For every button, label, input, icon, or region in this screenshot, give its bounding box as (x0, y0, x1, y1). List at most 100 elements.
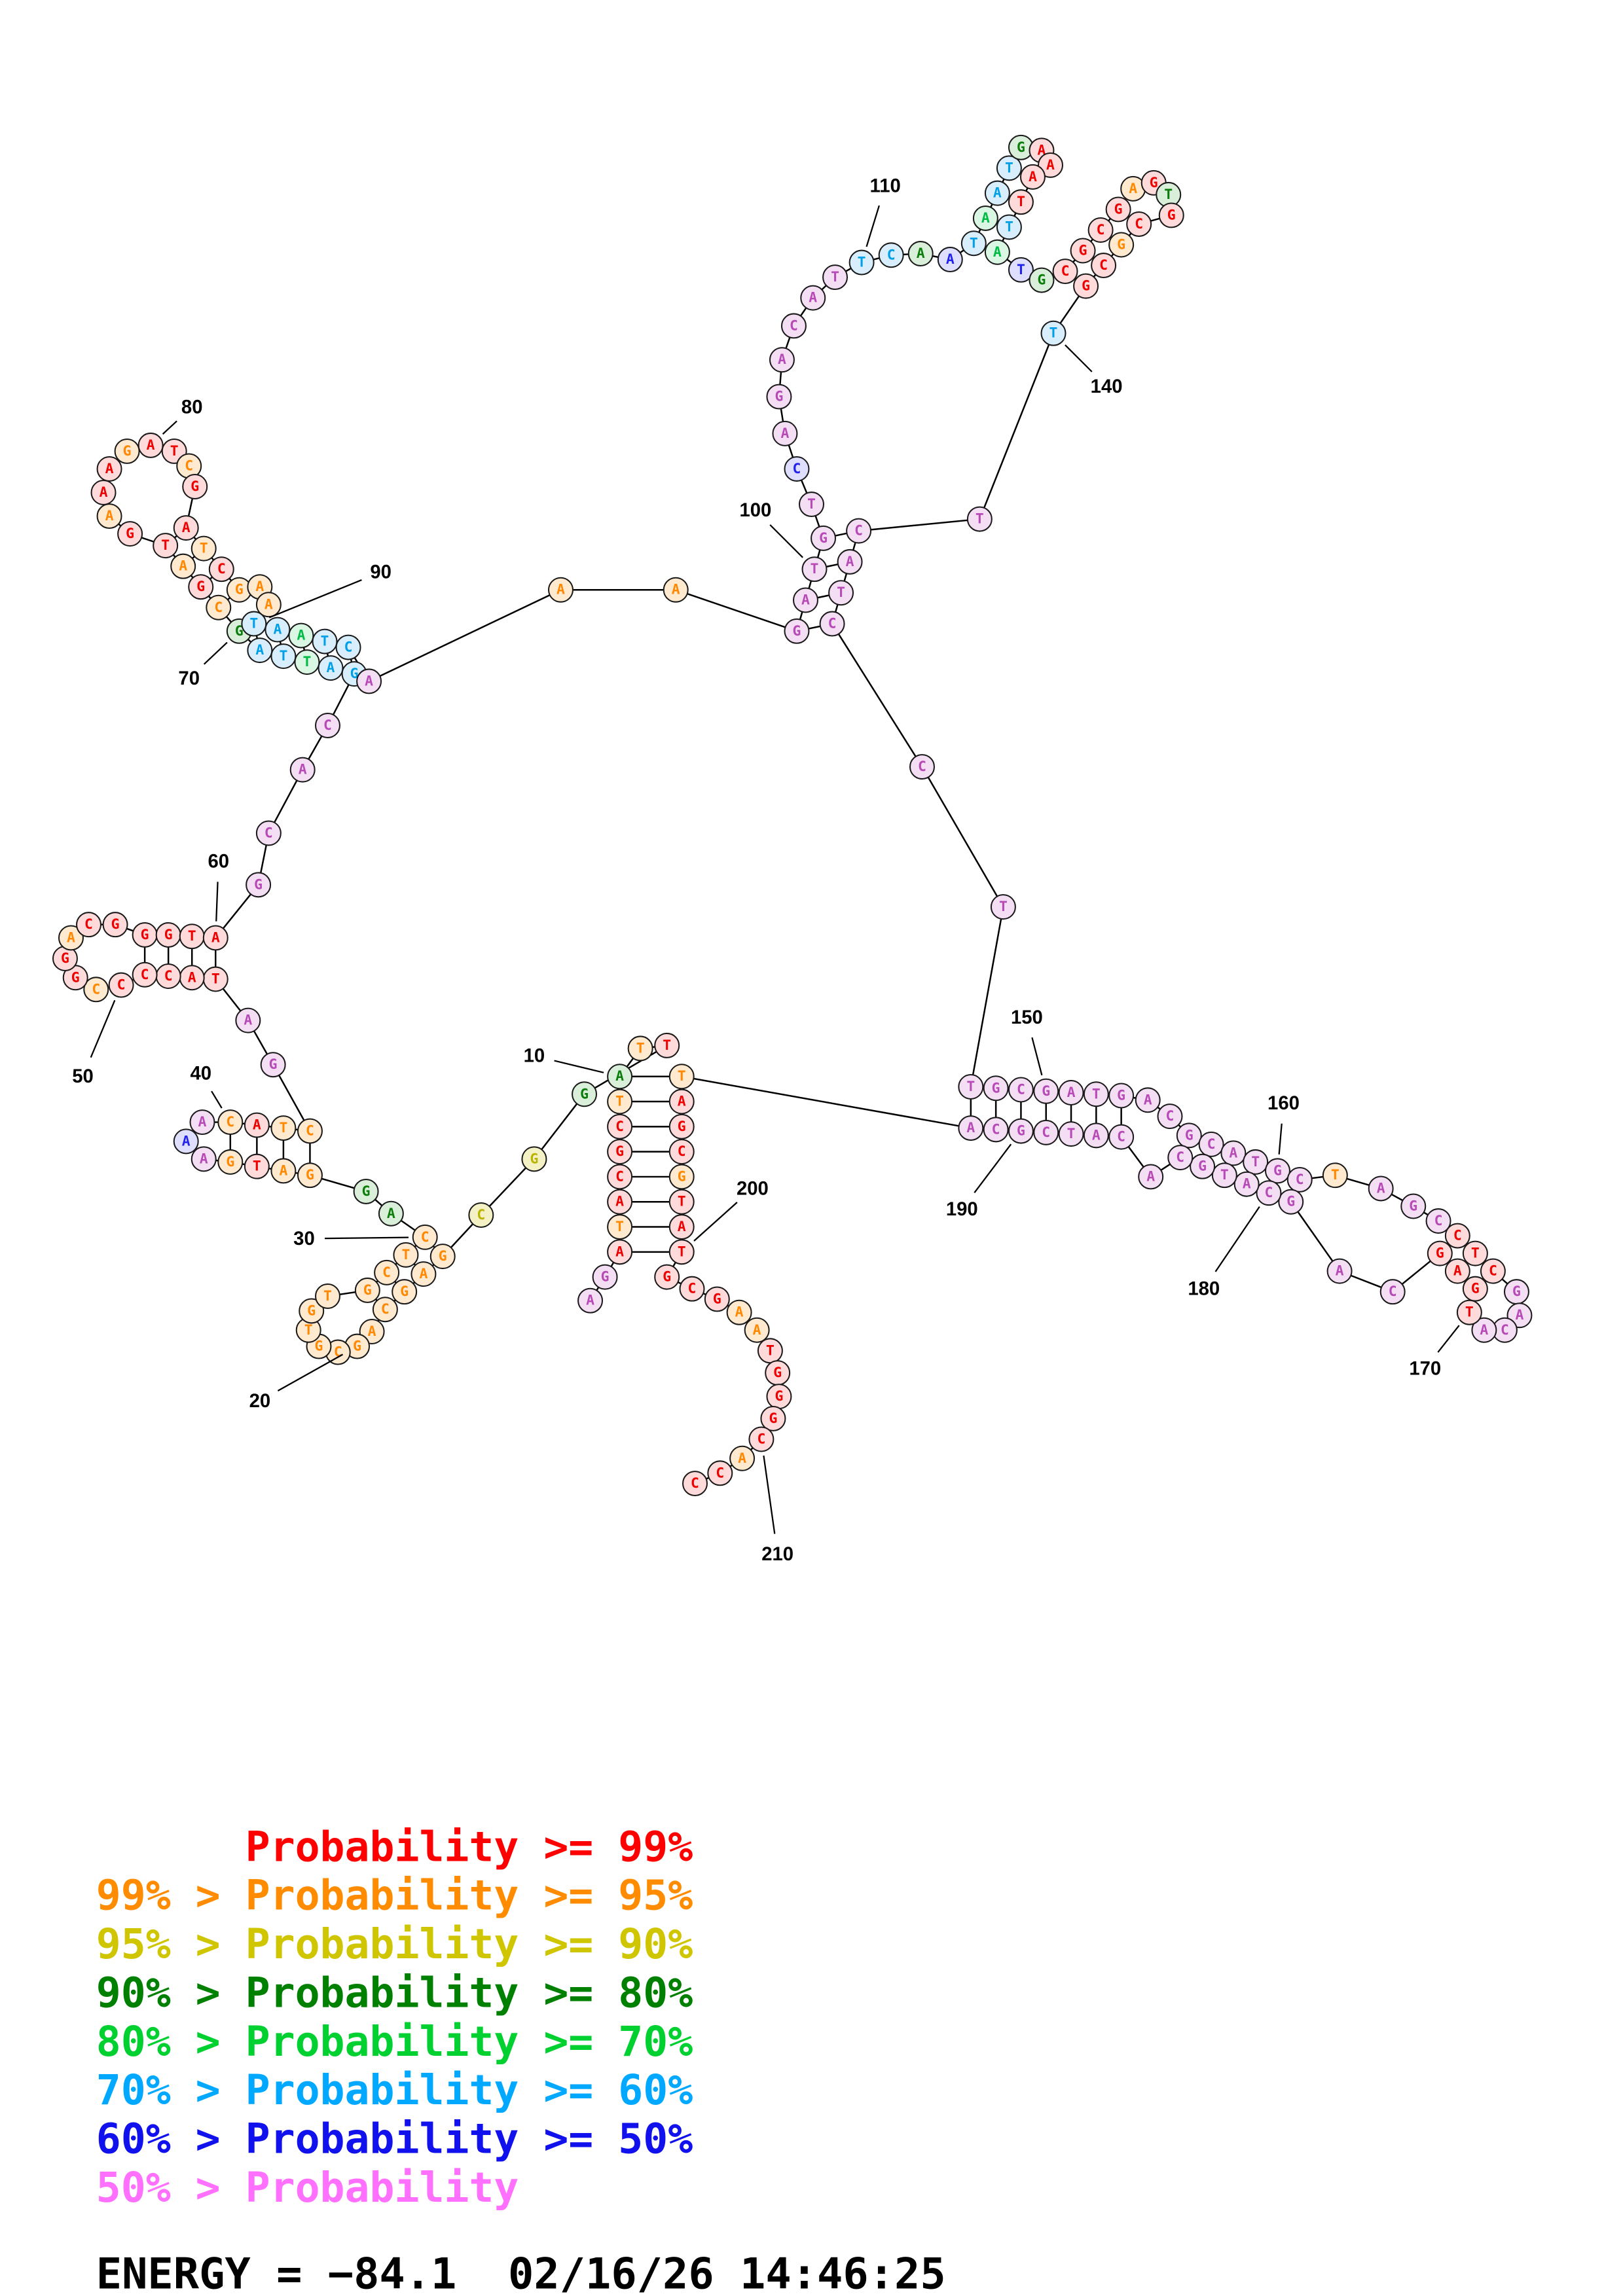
nucleotide-circle (208, 556, 234, 583)
nucleotide-circle (679, 1276, 705, 1302)
nucleotide-letter: C (1389, 1283, 1397, 1300)
nucleotide-circle (235, 1007, 261, 1033)
nucleotide-circle (1108, 1124, 1135, 1150)
nucleotide-letter: T (663, 1037, 671, 1054)
nucleotide-letter: A (368, 1323, 376, 1340)
nucleotide-letter: C (716, 1465, 724, 1481)
nucleotide-letter: G (1150, 175, 1158, 191)
nucleotide-circle (132, 961, 158, 988)
nucleotide-circle (246, 872, 272, 898)
nucleotide-letter: A (780, 425, 789, 442)
nucleotide-circle (374, 1259, 400, 1285)
nucleotide-letter: A (1377, 1180, 1385, 1196)
nucleotide-letter: G (713, 1291, 721, 1307)
nucleotide-circle (729, 1445, 756, 1471)
nucleotide-letter: G (350, 666, 359, 682)
nucleotide-circle (353, 1178, 379, 1204)
nucleotide-letter: G (1286, 1194, 1295, 1210)
nucleotide-circle (114, 438, 140, 464)
nucleotide-circle (984, 180, 1010, 206)
nucleotide-letter: A (586, 1293, 594, 1309)
label-leader-line (866, 205, 880, 247)
nucleotide-circle (784, 456, 810, 482)
nucleotide-circle (1058, 1080, 1084, 1105)
nucleotide-letter: G (439, 1248, 447, 1265)
nucleotide-letter: T (615, 1219, 624, 1235)
nucleotide-letter: G (235, 582, 244, 598)
nucleotide-letter: C (1097, 222, 1105, 238)
nucleotide-letter: A (387, 1206, 395, 1222)
nucleotide-letter: A (753, 1322, 761, 1338)
nucleotide-letter: G (315, 1338, 323, 1355)
nucleotide-letter: G (400, 1283, 409, 1300)
nucleotide-letter: T (811, 561, 819, 577)
nucleotide-letter: A (200, 1151, 208, 1167)
nucleotide-circle (572, 1081, 598, 1107)
nucleotide-letter: G (1082, 278, 1090, 295)
nucleotide-circle (1029, 267, 1055, 293)
nucleotide-letter: C (678, 1143, 686, 1160)
nucleotide-letter: T (1471, 1246, 1480, 1262)
nucleotide-circle (294, 649, 320, 675)
nucleotide-letter: A (993, 244, 1002, 260)
label-leader-line (554, 1060, 604, 1073)
legend-row: 95% > Probability >= 90% (96, 1920, 693, 1968)
nucleotide-circle (996, 155, 1022, 181)
nucleotide-circle (1456, 1299, 1482, 1325)
nucleotide-letter: A (420, 1266, 428, 1282)
nucleotide-circle (668, 1064, 695, 1090)
nucleotide-circle (153, 533, 179, 559)
nucleotide-circle (1108, 1083, 1135, 1109)
nucleotide-circle (1135, 1087, 1161, 1113)
nucleotide-letter: G (775, 389, 783, 405)
nucleotide-letter: C (615, 1168, 624, 1185)
nucleotide-letter: T (253, 1158, 261, 1175)
nucleotide-letter: G (269, 1056, 278, 1073)
nucleotide-circle (217, 1149, 244, 1175)
nucleotide-letter: G (1409, 1198, 1417, 1214)
nucleotide-letter: T (999, 899, 1008, 915)
nucleotide-circle (429, 1244, 456, 1270)
nucleotide-circle (170, 553, 196, 579)
nucleotide-circle (1033, 1119, 1059, 1145)
nucleotide-letter: A (1146, 1168, 1155, 1185)
nucleotide-letter: T (1164, 187, 1173, 203)
nucleotide-circle (846, 518, 872, 544)
nucleotide-letter: G (1471, 1281, 1480, 1297)
nucleotide-letter: A (1229, 1145, 1237, 1161)
nucleotide-circle (1105, 196, 1131, 223)
nucleotide-letter: G (123, 443, 132, 459)
nucleotide-circle (828, 580, 854, 606)
nucleotide-letter: G (1038, 272, 1046, 289)
nucleotide-letter: T (303, 654, 312, 670)
nucleotide-letter: T (858, 255, 866, 271)
nucleotide-letter: A (299, 762, 307, 778)
nucleotide-letter: G (1042, 1083, 1050, 1100)
nucleotide-circle (1243, 1149, 1269, 1175)
nucleotide-circle (726, 1299, 752, 1325)
nucleotide-letter: C (264, 825, 273, 841)
label-leader-line (277, 1354, 344, 1391)
nucleotide-letter: A (615, 1194, 624, 1210)
nucleotide-circle (972, 205, 998, 231)
nucleotide-circle (668, 1139, 695, 1165)
nucleotide-circle (1322, 1162, 1348, 1189)
nucleotide-circle (354, 1277, 380, 1303)
nucleotide-letter: G (1017, 1123, 1025, 1139)
nucleotide-circle (837, 548, 863, 575)
nucleotide-circle (1427, 1240, 1453, 1266)
nucleotide-circle (607, 1189, 633, 1215)
nucleotide-letter: A (966, 1120, 975, 1136)
nucleotide-letter: T (1067, 1126, 1076, 1142)
nucleotide-circle (188, 574, 214, 600)
nucleotide-circle (780, 313, 807, 339)
nucleotide-letter: G (992, 1080, 1000, 1096)
nucleotide-letter: G (580, 1086, 589, 1102)
nucleotide-letter: G (362, 1183, 371, 1200)
label-leader-line (769, 524, 803, 558)
nucleotide-letter: A (1046, 157, 1055, 173)
nucleotide-circle (1462, 1276, 1488, 1302)
nucleotide-letter: A (735, 1304, 744, 1321)
nucleotide-letter: A (255, 579, 264, 595)
